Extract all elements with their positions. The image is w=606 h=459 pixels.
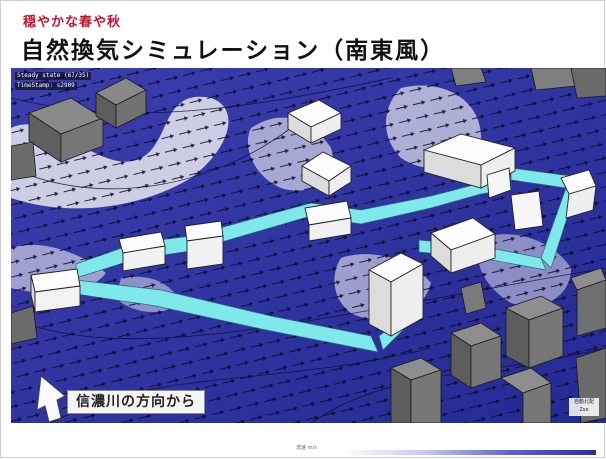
- simulation-viewport[interactable]: [11, 68, 606, 423]
- wind-direction-arrow: [36, 375, 66, 423]
- wind-direction-label: 信濃川の方向から: [67, 390, 205, 414]
- context-buildings: [11, 68, 606, 423]
- color-scale-label: 流速 m/s: [296, 445, 317, 451]
- slide-title: 自然換気シミュレーション（南東風）: [21, 38, 446, 64]
- simulation-canvas: [11, 68, 606, 423]
- status-readout-2: TimeStamp: s2909: [15, 82, 77, 90]
- study-buildings: [30, 99, 597, 337]
- compass-widget: 自動北配 Zoo: [569, 398, 599, 416]
- slide-subtitle: 穏やかな春や秋: [23, 15, 122, 30]
- color-scale-bar: [341, 450, 596, 455]
- status-readout-1: Steady state (67/35): [15, 72, 92, 80]
